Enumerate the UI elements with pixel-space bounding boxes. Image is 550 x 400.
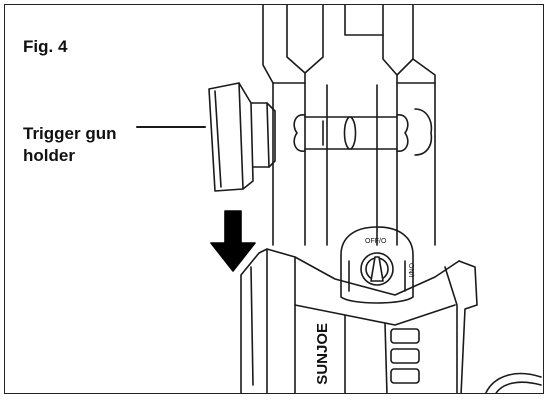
- trigger-gun-holder-part: [208, 82, 276, 192]
- figure-label: Fig. 4: [23, 37, 68, 56]
- trigger-gun-holder-callout: Trigger gun holder: [23, 123, 143, 167]
- power-switch-knob[interactable]: [360, 252, 394, 286]
- pressure-washer-drawing: [136, 5, 542, 393]
- callout-line-2: holder: [23, 146, 75, 165]
- callout-line-1: Trigger gun: [23, 124, 117, 143]
- power-switch-housing: [340, 226, 414, 304]
- down-arrow-icon: [210, 210, 256, 272]
- cross-bar: [293, 108, 433, 156]
- drawing-text-layer: OFF/O ON/I SUNJOE: [314, 238, 414, 385]
- brand-logo-text: SUNJOE: [314, 323, 331, 385]
- switch-on-label: ON/I: [407, 263, 414, 277]
- switch-off-label: OFF/O: [365, 238, 387, 245]
- figure-frame: OFF/O ON/I SUNJOE Fig. 4 Trigger gun hol…: [4, 4, 544, 394]
- washer-body: [240, 248, 542, 393]
